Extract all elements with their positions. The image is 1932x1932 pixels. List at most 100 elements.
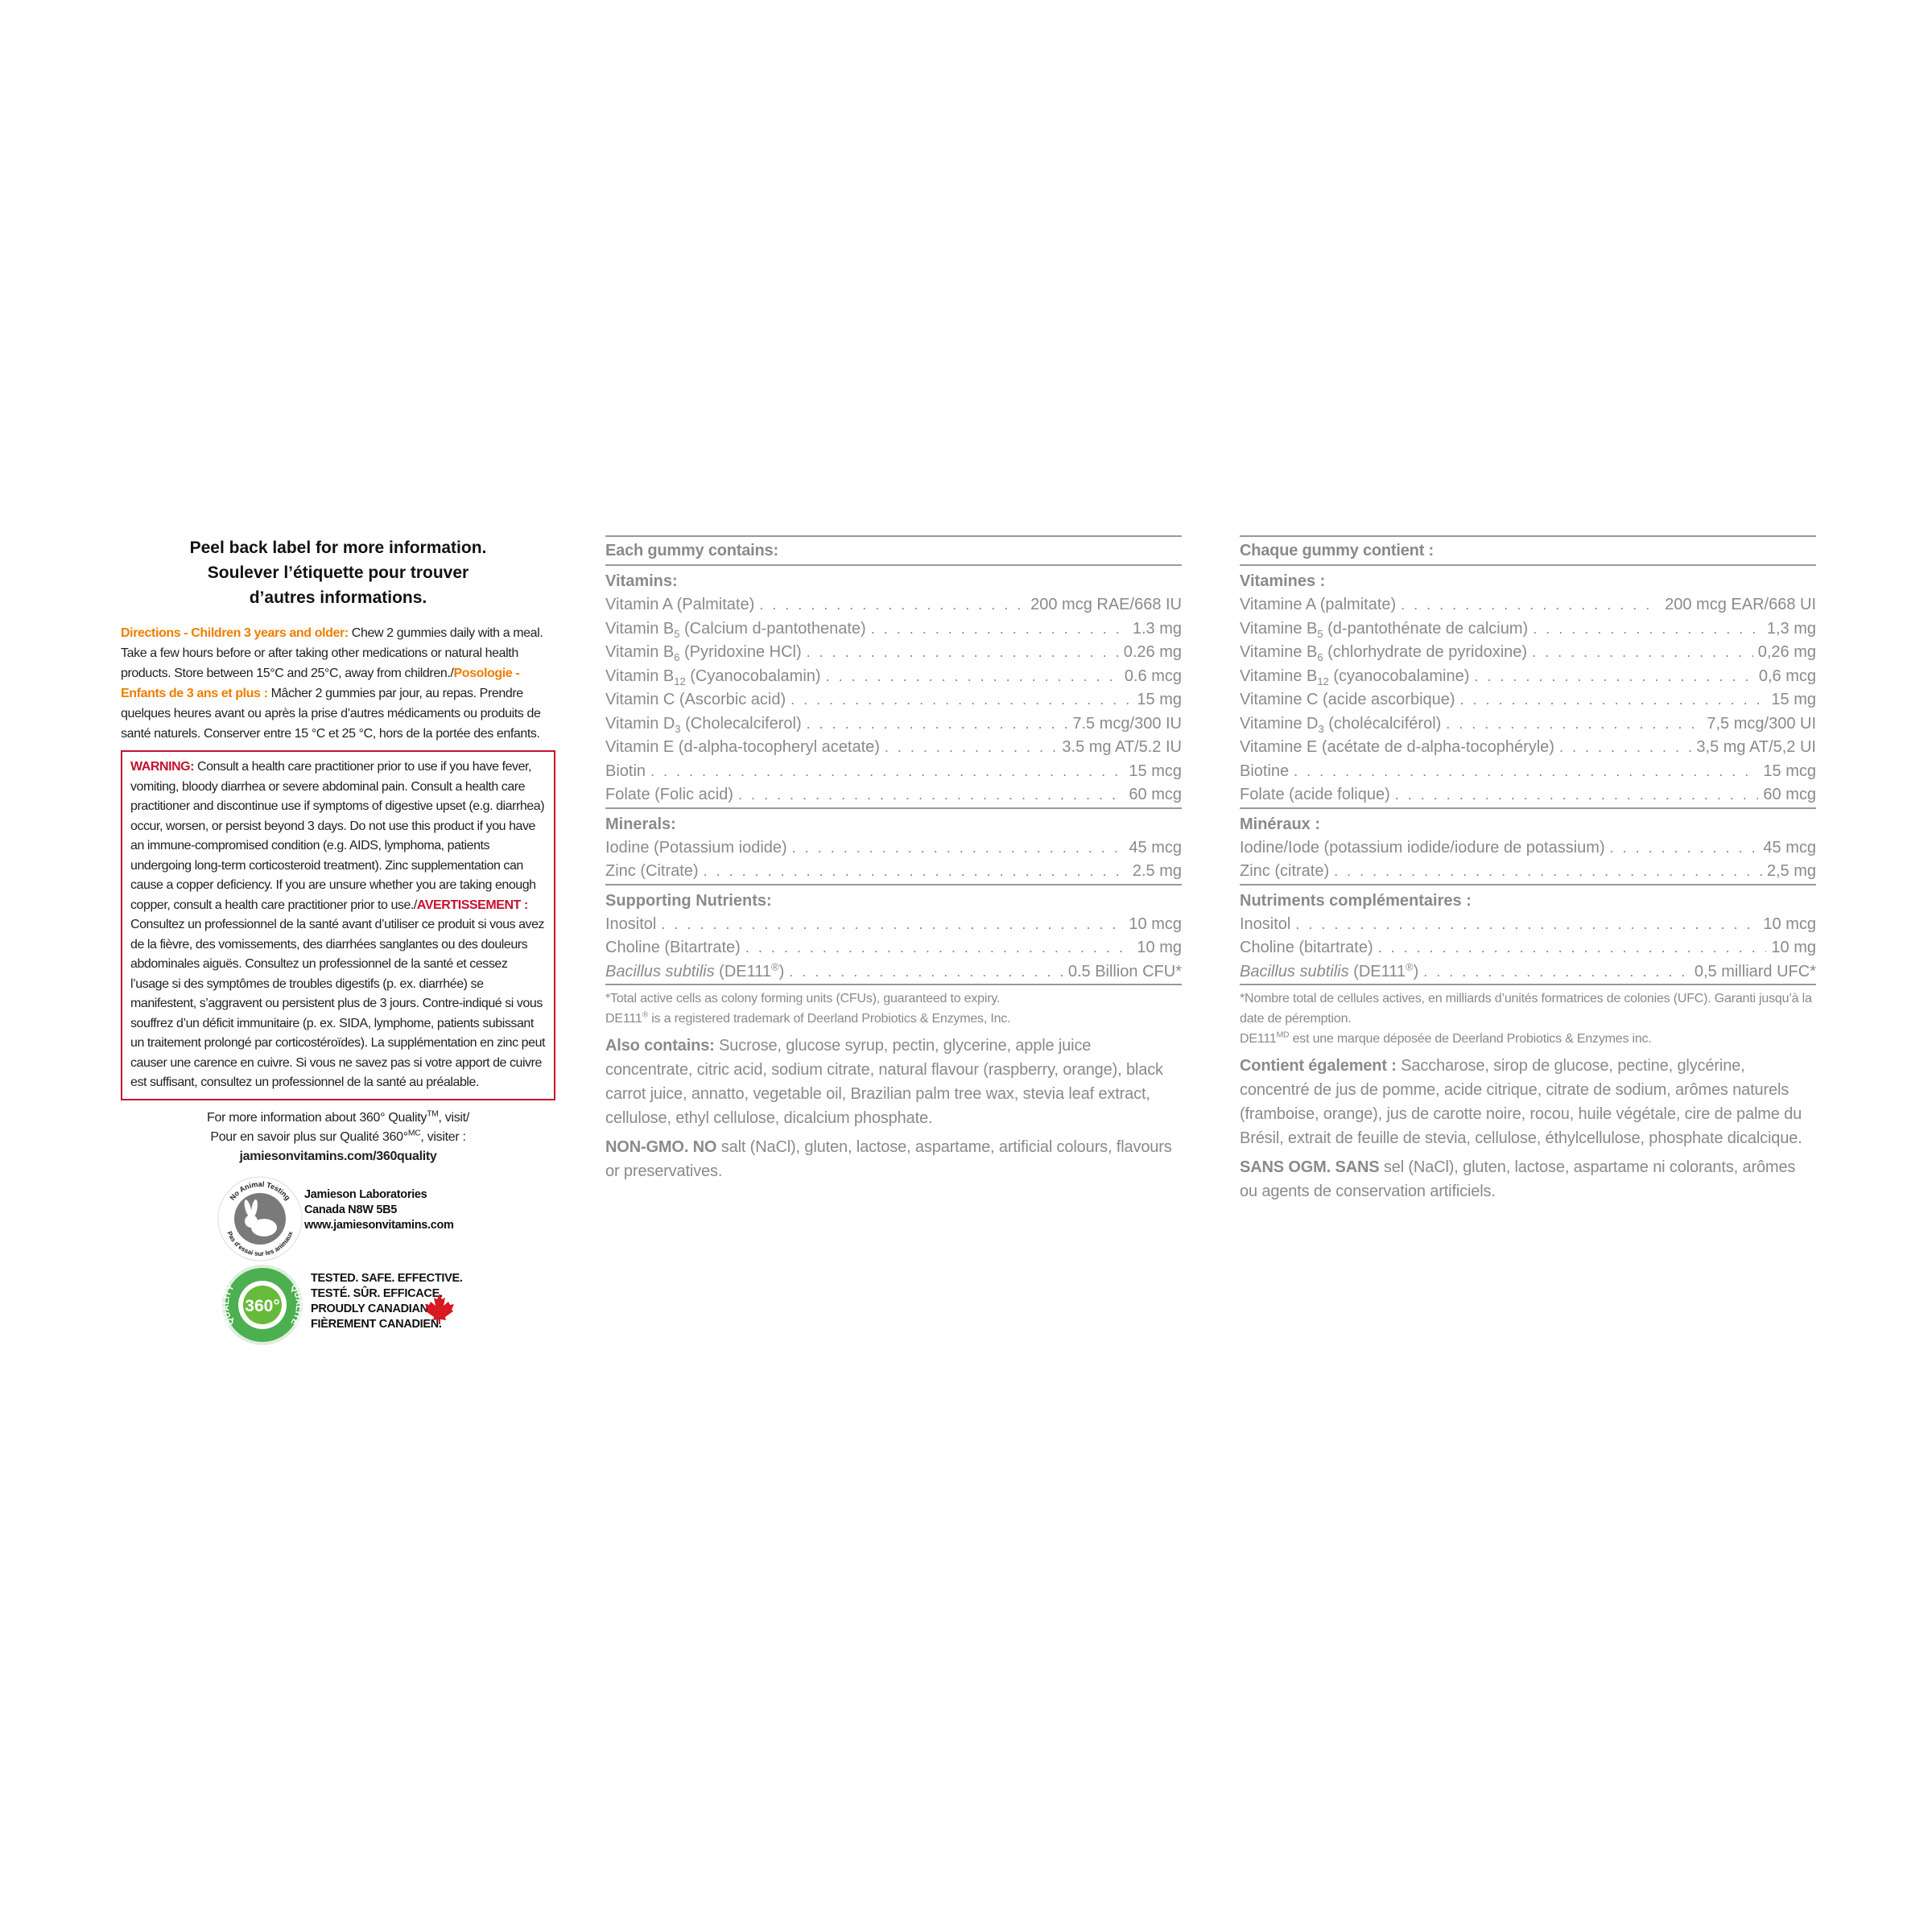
directions-block: Directions - Children 3 years and older:…	[121, 623, 555, 744]
quality-row: 360° QUALITY QUALITÉ TESTED. SAFE. EFFEC…	[121, 1263, 555, 1352]
more-info-en-visit: , visit/	[438, 1110, 469, 1125]
vitamin-subscript: 5	[674, 627, 680, 640]
left-label-panel: Peel back label for more information. So…	[121, 535, 555, 1352]
nutrient-name: Folate (acide folique)	[1240, 786, 1390, 803]
avertissement-label: AVERTISSEMENT :	[416, 898, 528, 912]
nutrient-row: Inositol10 mcg	[1240, 913, 1816, 937]
mc-mark: MC	[407, 1129, 421, 1138]
divider	[605, 883, 1182, 886]
dot-leader	[1610, 836, 1759, 861]
nutrient-row: Inositol10 mcg	[605, 913, 1182, 937]
nutrient-amount: 200 mcg EAR/668 UI	[1665, 596, 1816, 613]
nutrient-row: Folate (Folic acid)60 mcg	[605, 783, 1182, 807]
nutrient-amount: 0,5 milliard UFC*	[1694, 962, 1816, 980]
nutrient-row: Vitamine E (acétate de d-alpha-tocophéry…	[1240, 736, 1816, 760]
nutrient-name-post: (Calcium d-pantothenate)	[679, 619, 866, 638]
footnote-tm-post: is a registered trademark of Deerland Pr…	[648, 1012, 1011, 1026]
directions-label: Directions - Children 3 years and older:	[121, 626, 349, 640]
svg-text:QUALITY: QUALITY	[221, 1282, 237, 1327]
nutrient-row: Vitamin B6 (Pyridoxine HCl)0.26 mg	[605, 641, 1182, 665]
dot-leader	[807, 641, 1119, 665]
quality-ring-left: QUALITY	[221, 1282, 237, 1327]
dot-leader	[1474, 665, 1753, 689]
dot-leader	[1533, 617, 1762, 642]
tagline-4: FIÈREMENT CANADIEN.	[311, 1317, 442, 1331]
nutrient-name-pre: Vitamin B	[605, 667, 675, 685]
dot-leader	[1395, 783, 1759, 807]
nutrient-row: Vitamine B6 (chlorhydrate de pyridoxine)…	[1240, 641, 1816, 665]
nutrient-name: Vitamine A (palmitate)	[1240, 596, 1397, 613]
nutrient-name-italic: Bacillus subtilis	[1240, 962, 1349, 980]
nutrient-row: Vitamine A (palmitate) 200 mcg EAR/668 UI	[1240, 593, 1816, 617]
dot-leader	[738, 783, 1124, 807]
divider	[1240, 883, 1816, 886]
maple-leaf-icon	[425, 1293, 454, 1324]
nutrient-amount: 60 mcg	[1129, 786, 1182, 803]
peel-notice-fr-2: d’autres informations.	[249, 588, 427, 607]
dot-leader	[871, 617, 1128, 642]
nutrient-amount: 3.5 mg AT/5.2 IU	[1062, 738, 1182, 756]
nutrient-name: Vitamin B5 (Calcium d-pantothenate)	[605, 617, 866, 642]
nutrient-amount: 0.26 mg	[1123, 643, 1182, 661]
nutrient-name-pre: Vitamin B	[605, 619, 675, 638]
nutrient-amount: 15 mg	[1771, 691, 1816, 708]
nutrient-name-post: (cyanocobalamine)	[1328, 667, 1470, 685]
vitamin-subscript: 12	[1317, 675, 1329, 687]
nutrient-row: Vitamin D3 (Cholecalciferol)7.5 mcg/300 …	[605, 712, 1182, 737]
vitamins-list-fr: Vitamine A (palmitate) 200 mcg EAR/668 UI…	[1240, 593, 1816, 807]
footnote-trademark-en: DE111® is a registered trademark of Deer…	[605, 1009, 1182, 1029]
posologie-text: Mâcher 2 gummies par jour, au repas. Pre…	[121, 687, 541, 741]
also-contains-label: Contient également :	[1240, 1057, 1397, 1075]
dot-leader	[1532, 641, 1753, 665]
nutrient-amount: 3,5 mg AT/5,2 UI	[1696, 738, 1816, 756]
nutrient-name-post: (DE111	[1348, 962, 1406, 980]
vitamin-subscript: 12	[674, 675, 686, 687]
dot-leader	[1446, 712, 1702, 737]
quality-tagline: TESTED. SAFE. EFFECTIVE. TESTÉ. SÛR. EFF…	[311, 1271, 463, 1332]
nutrient-row: Vitamine C (acide ascorbique) 15 mg	[1240, 688, 1816, 712]
vitamin-subscript: 3	[1318, 722, 1324, 735]
divider	[1240, 984, 1816, 985]
nutrient-row: Bacillus subtilis (DE111®)0,5 milliard U…	[1240, 960, 1816, 985]
nutrient-row: Vitamin E (d-alpha-tocopheryl acetate)3.…	[605, 736, 1182, 760]
nutrient-name-post: (DE111	[714, 962, 772, 980]
footnote-tm-pre: DE111	[1240, 1032, 1277, 1046]
quality-url: jamiesonvitamins.com/360quality	[239, 1149, 437, 1163]
nutrient-name: Biotin	[605, 762, 646, 780]
nutrient-row: Vitamin A (Palmitate)200 mcg RAE/668 IU	[605, 593, 1182, 617]
nutrient-name: Iodine (Potassium iodide)	[605, 838, 787, 857]
dot-leader	[1294, 760, 1758, 784]
facts-header-fr: Chaque gummy contient :	[1240, 535, 1816, 566]
english-facts-panel: Each gummy contains: Vitamins: Vitamin A…	[605, 535, 1182, 1183]
nutrient-row: Iodine/Iode (potassium iodide/iodure de …	[1240, 836, 1816, 861]
quality-360-seal-icon: 360° QUALITY QUALITÉ	[221, 1264, 303, 1345]
nutrient-name: Vitamine B12 (cyanocobalamine)	[1240, 665, 1469, 689]
nutrient-amount: 0,6 mcg	[1758, 667, 1816, 685]
nutrient-name-italic: Bacillus subtilis	[605, 962, 715, 980]
nutrient-amount: 10 mg	[1137, 939, 1182, 956]
nutrient-name: Vitamine C (acide ascorbique)	[1240, 691, 1455, 708]
nutrient-amount: 2.5 mg	[1132, 862, 1182, 880]
nutrient-row: Biotin15 mcg	[605, 760, 1182, 784]
nutrient-name: Biotine	[1240, 762, 1290, 780]
divider	[1240, 807, 1816, 809]
nutrient-amount: 0,26 mg	[1757, 643, 1816, 661]
nutrient-amount: 2,5 mg	[1766, 862, 1816, 880]
vitamins-title-fr: Vitamines :	[1240, 572, 1326, 590]
also-contains-fr: Contient également : Saccharose, sirop d…	[1240, 1054, 1816, 1150]
divider	[605, 807, 1182, 809]
peel-notice-fr-1: Soulever l’étiquette pour trouver	[207, 564, 469, 582]
registered-mark: MD	[1276, 1030, 1290, 1040]
nutrient-name-post: (Cholecalciferol)	[680, 714, 802, 733]
nutrient-name-pre: Vitamine B	[1240, 619, 1318, 638]
tagline-3: PROUDLY CANADIAN.	[311, 1302, 431, 1315]
supporting-title-fr: Nutriments complémentaires :	[1240, 891, 1472, 910]
no-animal-testing-badge-icon: No Animal Testing Pas d’essai sur les an…	[217, 1176, 303, 1261]
nutrient-name: Vitamin A (Palmitate)	[605, 596, 755, 613]
minerals-list-fr: Iodine/Iode (potassium iodide/iodure de …	[1240, 836, 1816, 884]
dot-leader	[1423, 960, 1690, 985]
nutrient-name: Bacillus subtilis (DE111®)	[605, 960, 784, 985]
dot-leader	[791, 688, 1132, 712]
nutrient-name-pre: Vitamine B	[1240, 643, 1318, 661]
